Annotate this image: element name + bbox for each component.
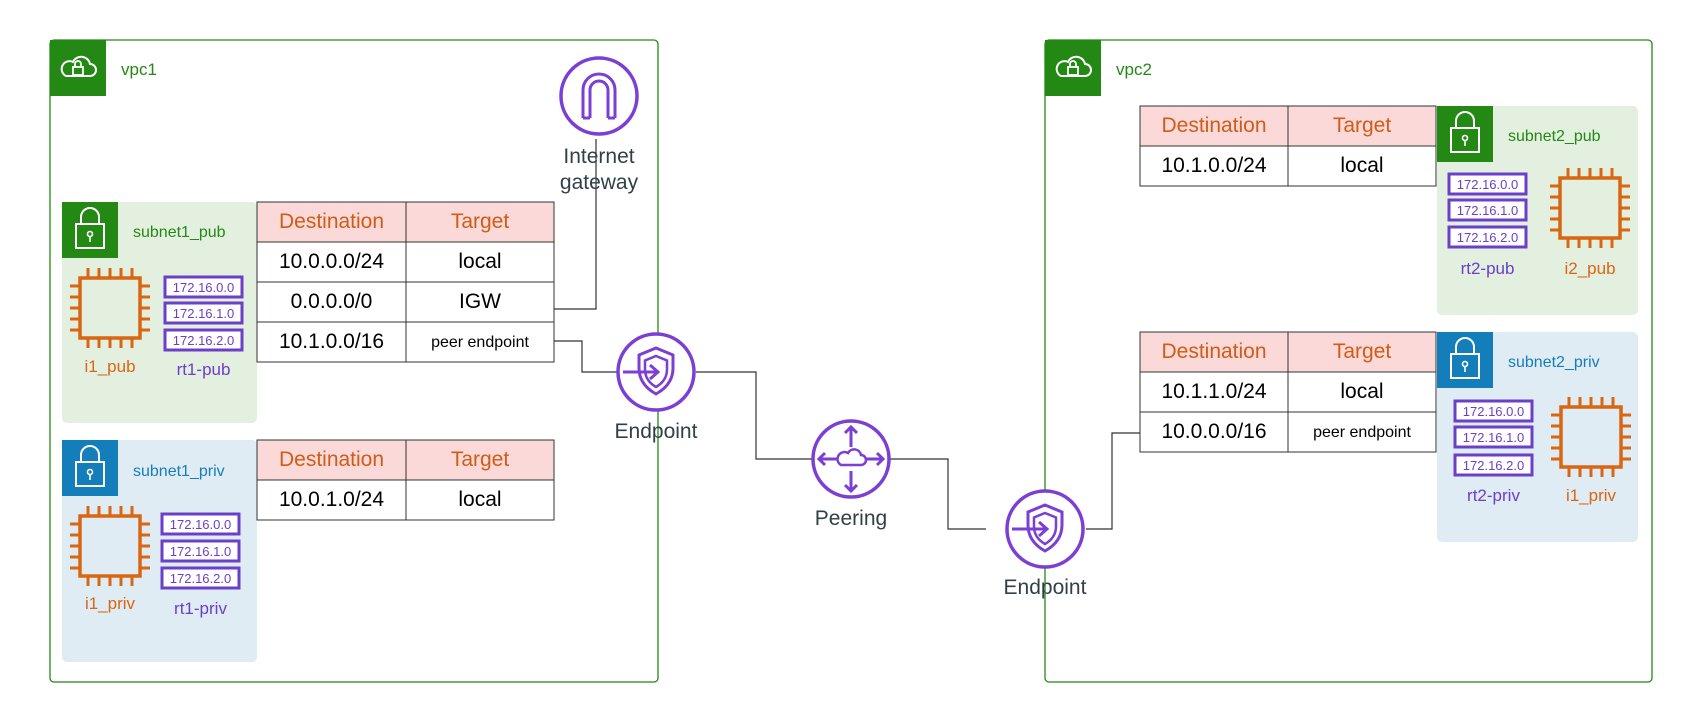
route-table-subnet2-priv: Destination Target 10.1.1.0/24 local 10.… <box>1139 331 1437 453</box>
internet-gateway-label-line1: Internet <box>563 145 634 168</box>
column-header: Destination <box>1161 340 1266 363</box>
table-cell: 10.1.0.0/16 <box>279 330 384 353</box>
column-header: Destination <box>279 448 384 471</box>
subnet2-pub: subnet2_pub 172.16.0.0 172.16.1.0 172.16… <box>1437 106 1638 315</box>
internet-gateway-icon <box>559 56 639 136</box>
endpoint-shield-icon <box>616 332 696 412</box>
column-header: Target <box>451 210 510 233</box>
connector-lines <box>554 139 1140 530</box>
endpoint-1: Endpoint <box>615 332 698 443</box>
column-header: Target <box>451 448 510 471</box>
peering-label: Peering <box>815 507 887 530</box>
table-cell: 10.1.1.0/24 <box>1161 380 1266 403</box>
vpc-cloud-lock-icon <box>49 39 107 97</box>
svg-text:172.16.2.0: 172.16.2.0 <box>170 571 231 586</box>
internet-gateway: Internet gateway <box>559 56 639 194</box>
endpoint-1-label: Endpoint <box>615 420 698 443</box>
subnet1-priv: subnet1_priv i1_priv 172.16.0.0 172.16.1… <box>62 440 257 662</box>
table-cell: 10.0.1.0/24 <box>279 488 384 511</box>
endpoint-shield-icon <box>1005 489 1085 569</box>
svg-text:172.16.2.0: 172.16.2.0 <box>173 333 234 348</box>
svg-text:172.16.0.0: 172.16.0.0 <box>1463 404 1524 419</box>
table-cell: local <box>1340 154 1383 177</box>
route-table-icon: 172.16.0.0 172.16.1.0 172.16.2.0 <box>160 512 241 590</box>
subnet1-pub: subnet1_pub i1_pub 172.16.0.0 172.16.1.0… <box>62 202 257 423</box>
subnet-label: subnet1_priv <box>133 463 225 480</box>
table-cell: peer endpoint <box>1313 424 1411 441</box>
table-cell: peer endpoint <box>431 334 529 351</box>
table-cell: 0.0.0.0/0 <box>291 290 373 313</box>
subnet2-priv: subnet2_priv 172.16.0.0 172.16.1.0 172.1… <box>1437 332 1638 542</box>
svg-text:172.16.1.0: 172.16.1.0 <box>170 544 231 559</box>
peering: Peering <box>811 419 891 530</box>
svg-text:172.16.1.0: 172.16.1.0 <box>1457 203 1518 218</box>
peering-router-icon <box>811 419 891 499</box>
table-cell: 10.1.0.0/24 <box>1161 154 1266 177</box>
subnet-lock-icon <box>1437 106 1493 162</box>
route-table-label: rt1-priv <box>174 599 227 618</box>
route-table-icon: 172.16.0.0 172.16.1.0 172.16.2.0 <box>1453 399 1534 477</box>
svg-text:172.16.1.0: 172.16.1.0 <box>173 306 234 321</box>
route-table-label: rt2-priv <box>1467 486 1520 505</box>
svg-text:172.16.0.0: 172.16.0.0 <box>1457 177 1518 192</box>
svg-text:172.16.0.0: 172.16.0.0 <box>170 517 231 532</box>
instance-label: i2_pub <box>1564 259 1615 278</box>
table-cell: local <box>1340 380 1383 403</box>
route-table-label: rt1-pub <box>177 360 231 379</box>
column-header: Target <box>1333 114 1392 137</box>
instance-label: i1_pub <box>84 357 135 376</box>
column-header: Destination <box>279 210 384 233</box>
route-table-subnet1-priv: Destination Target 10.0.1.0/24 local <box>256 439 555 521</box>
route-table-label: rt2-pub <box>1461 259 1515 278</box>
table-cell: local <box>458 488 501 511</box>
subnet-label: subnet2_priv <box>1508 354 1600 371</box>
svg-text:172.16.1.0: 172.16.1.0 <box>1463 430 1524 445</box>
table-cell: 10.0.0.0/16 <box>1161 420 1266 443</box>
endpoint-2-label: Endpoint <box>1004 576 1087 599</box>
subnet-lock-icon <box>1437 332 1493 388</box>
column-header: Target <box>1333 340 1392 363</box>
subnet-lock-icon <box>62 440 118 496</box>
instance-label: i1_priv <box>1566 486 1617 505</box>
instance-label: i1_priv <box>85 594 136 613</box>
table-cell: IGW <box>459 290 501 313</box>
vpc2-label: vpc2 <box>1116 60 1152 79</box>
svg-text:172.16.2.0: 172.16.2.0 <box>1457 230 1518 245</box>
subnet-label: subnet2_pub <box>1508 128 1601 145</box>
route-table-icon: 172.16.0.0 172.16.1.0 172.16.2.0 <box>1447 172 1528 249</box>
route-table-subnet1-pub: Destination Target 10.0.0.0/24 local 0.0… <box>256 201 555 363</box>
endpoint-2: Endpoint <box>1004 489 1087 599</box>
subnet-lock-icon <box>62 202 118 258</box>
table-cell: local <box>458 250 501 273</box>
subnet-label: subnet1_pub <box>133 224 226 241</box>
vpc1-label: vpc1 <box>121 60 157 79</box>
internet-gateway-label-line2: gateway <box>560 171 639 194</box>
route-table-subnet2-pub: Destination Target 10.1.0.0/24 local <box>1139 105 1437 187</box>
vpc2-container: vpc2 <box>1044 39 1653 683</box>
svg-text:172.16.0.0: 172.16.0.0 <box>173 280 234 295</box>
column-header: Destination <box>1161 114 1266 137</box>
vpc-cloud-lock-icon <box>1044 39 1102 97</box>
route-table-icon: 172.16.0.0 172.16.1.0 172.16.2.0 <box>163 275 244 352</box>
table-cell: 10.0.0.0/24 <box>279 250 384 273</box>
svg-text:172.16.2.0: 172.16.2.0 <box>1463 458 1524 473</box>
